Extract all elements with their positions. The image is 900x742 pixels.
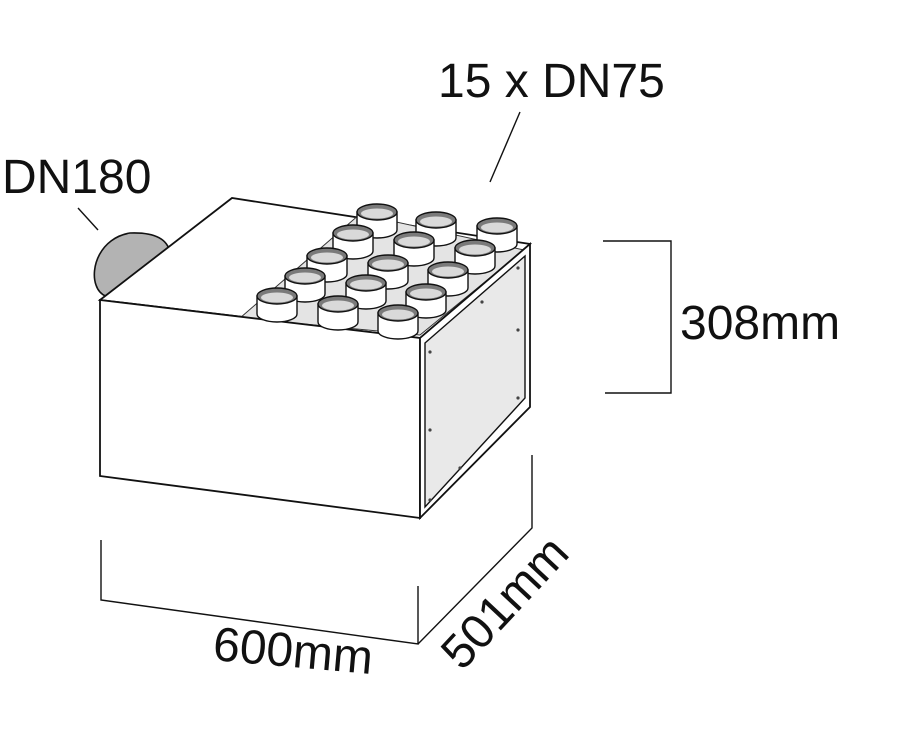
- depth-label: 501mm: [431, 526, 579, 679]
- outlet-spigot: [317, 295, 359, 331]
- outlet-spigot: [256, 287, 298, 323]
- inlet-leader-line: [77, 207, 99, 231]
- outlets-label: 15 x DN75: [438, 55, 665, 108]
- box-front-face: [99, 298, 421, 520]
- outlet-spigot: [415, 211, 457, 247]
- service-panel: [424, 254, 526, 509]
- inlet-label: DN180: [2, 151, 151, 204]
- depth-dimension-bracket: [417, 455, 533, 645]
- outlet-spigot: [476, 217, 518, 253]
- panel-screws: [428, 266, 520, 502]
- width-dimension-bracket: [100, 540, 419, 645]
- outlets-leader-line: [489, 111, 521, 183]
- outlet-spigot: [377, 304, 419, 340]
- height-label: 308mm: [680, 297, 840, 350]
- outlet-spigots: [256, 203, 518, 340]
- width-label: 600mm: [211, 618, 375, 685]
- height-dimension-bracket: [603, 240, 672, 394]
